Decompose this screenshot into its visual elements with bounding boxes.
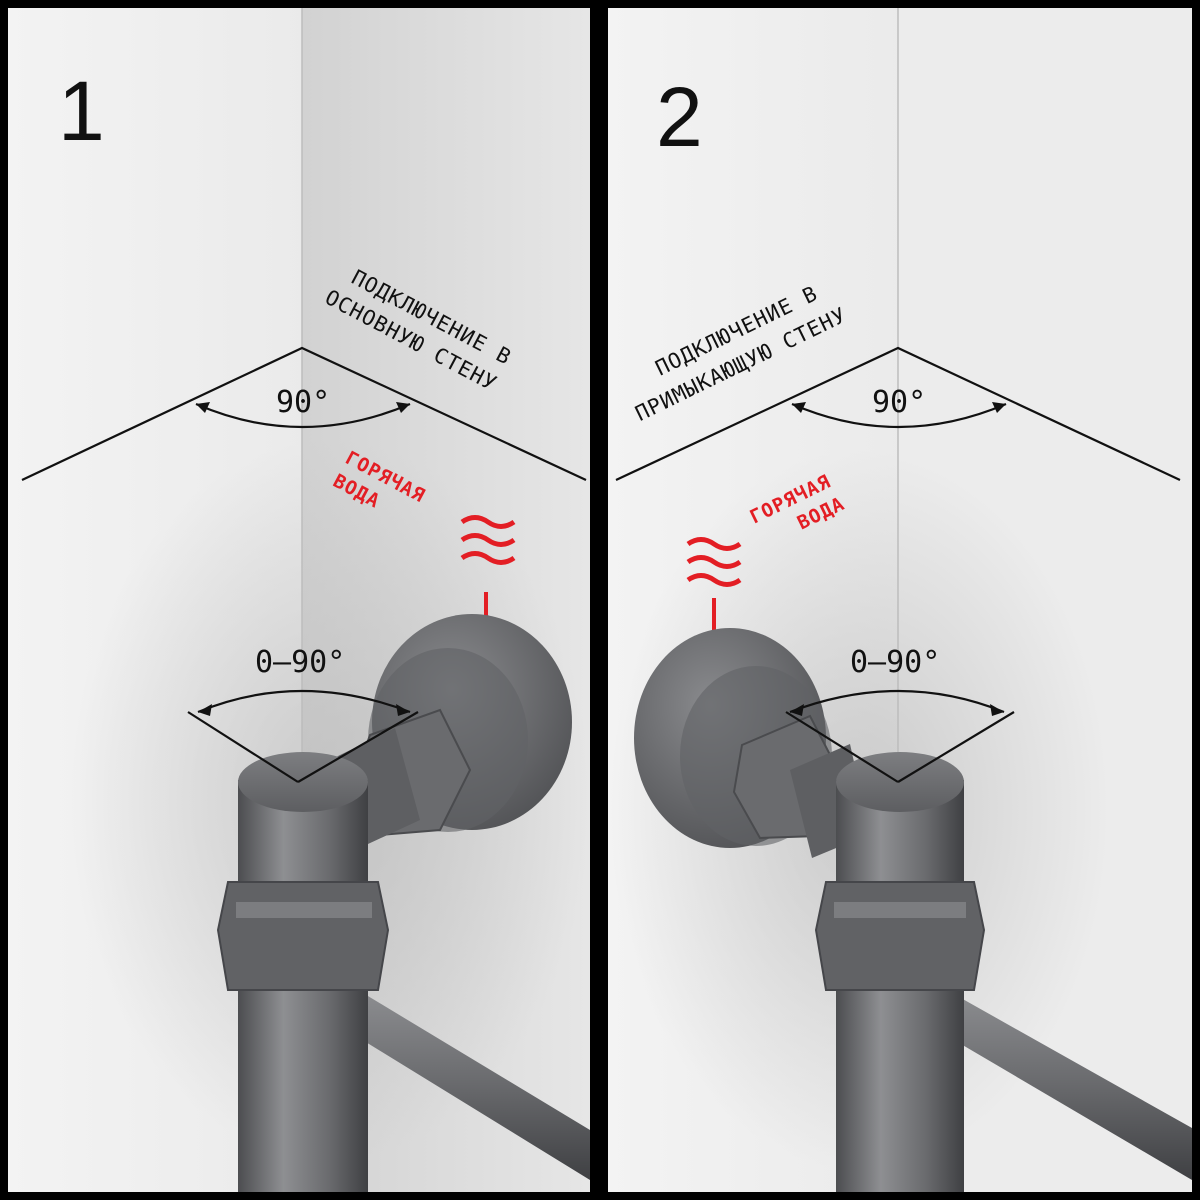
panel-number: 2 <box>656 70 703 164</box>
nut-band <box>236 902 372 918</box>
horizontal-pipe <box>330 984 590 1180</box>
horizontal-pipe <box>920 984 1192 1180</box>
corner-angle-arc <box>791 402 1007 429</box>
corner-angle-arc <box>195 402 411 429</box>
arrow-head <box>396 402 410 413</box>
panel-2-frame <box>600 0 1200 1200</box>
corner-angle-label: 90° <box>872 385 926 420</box>
valve-angle-label: 0–90° <box>850 645 940 680</box>
union-nut <box>814 881 986 991</box>
radiator-pipe-assembly <box>216 614 590 1200</box>
panel-number: 1 <box>58 64 105 158</box>
valve-angle-indicator: 0–90° <box>785 645 1015 783</box>
nut-band <box>834 902 966 918</box>
arrow-head <box>196 402 210 413</box>
valve-angle-indicator: 0–90° <box>187 645 419 783</box>
panel-2: 2 90° ПОДКЛЮЧЕНИЕ В ПРИМЫКАЮЩУЮ СТЕНУ ГО… <box>608 8 1192 1200</box>
pipe-cap <box>238 752 368 812</box>
corner-angle-label: 90° <box>276 385 330 420</box>
corner-outline <box>21 346 587 481</box>
arrow-head <box>792 402 806 413</box>
corner-outline <box>615 346 1181 481</box>
valve-angle-label: 0–90° <box>255 645 345 680</box>
arrow-head <box>992 402 1006 413</box>
panel-1: 1 90° ПОДКЛЮЧЕНИЕ В ОСНОВНУЮ СТЕНУ ГОРЯЧ… <box>8 8 590 1200</box>
union-nut <box>216 881 390 991</box>
panel-1-frame <box>0 0 598 1200</box>
hot-water-icon <box>686 537 742 636</box>
